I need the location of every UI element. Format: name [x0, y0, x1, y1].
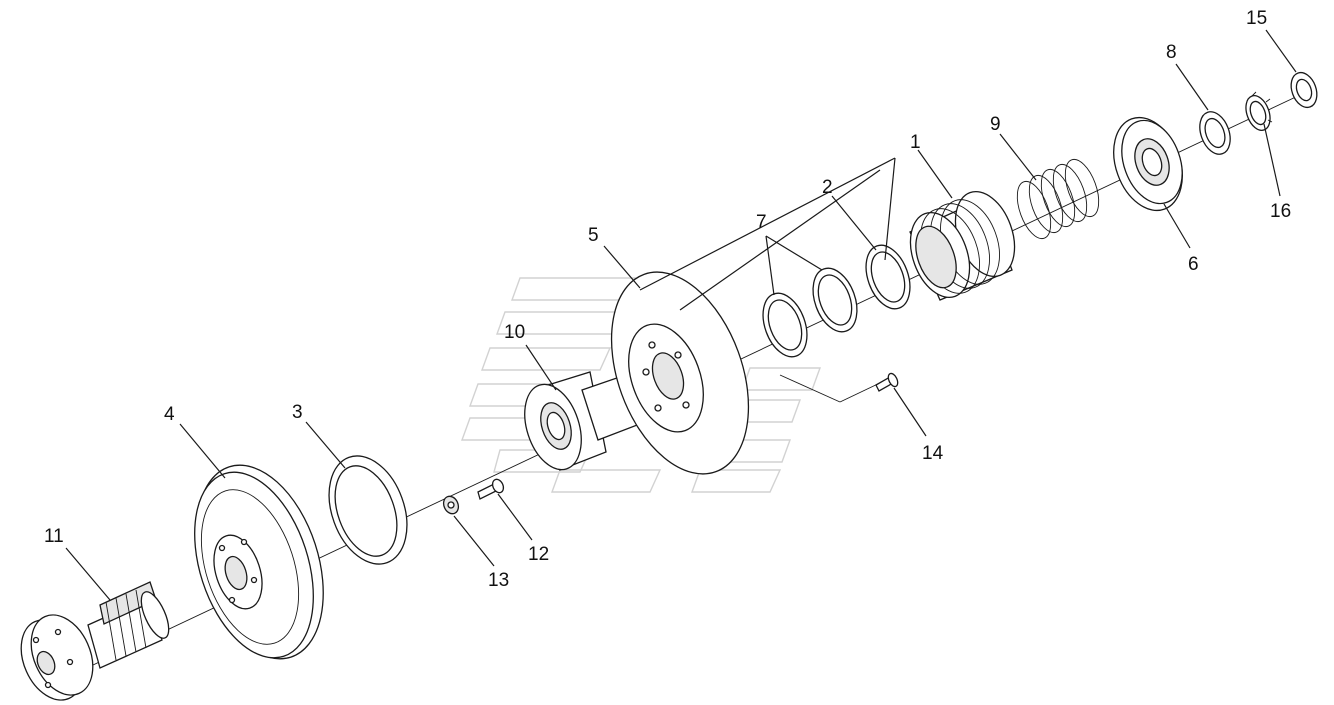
part-16-tab-washer [1245, 91, 1273, 131]
callout-10: 10 [504, 322, 525, 343]
part-15-nut [1290, 71, 1318, 109]
part-6-cover [1113, 116, 1183, 212]
leader-lines [65, 29, 1297, 601]
pin-axis [779, 374, 841, 403]
callout-4: 4 [164, 404, 175, 425]
callout-12: 12 [528, 544, 549, 565]
part-13-nut [442, 495, 460, 515]
callout-1: 1 [910, 132, 921, 153]
part-11-splined-shaft [20, 581, 170, 701]
part-3-ring [328, 455, 408, 565]
pin-axis-2 [839, 381, 883, 403]
part-9-spring [1016, 158, 1100, 240]
part-7-ring-b [812, 267, 858, 333]
callout-labels: 1 2 3 4 5 6 7 8 9 10 11 12 13 14 15 16 [44, 8, 1291, 591]
part-7-ring-a [762, 292, 808, 358]
callout-8: 8 [1166, 42, 1177, 63]
part-8-washer [1199, 111, 1231, 155]
callout-3: 3 [292, 402, 303, 423]
callout-7: 7 [756, 212, 767, 233]
part-2-ring [865, 244, 911, 310]
callout-11: 11 [44, 526, 64, 547]
callout-15: 15 [1246, 8, 1267, 29]
part-4-pulley-disc [194, 464, 324, 660]
callout-2: 2 [822, 177, 833, 198]
callout-13: 13 [488, 570, 509, 591]
part-1-bellows [909, 190, 1016, 301]
callout-6: 6 [1188, 254, 1199, 275]
callout-14: 14 [922, 443, 944, 464]
part-14-pin [875, 372, 899, 392]
part-5-flat-disc [610, 271, 750, 475]
callout-5: 5 [588, 225, 599, 246]
part-12-bolt [477, 478, 505, 500]
callout-16: 16 [1270, 201, 1291, 222]
callout-9: 9 [990, 114, 1001, 135]
